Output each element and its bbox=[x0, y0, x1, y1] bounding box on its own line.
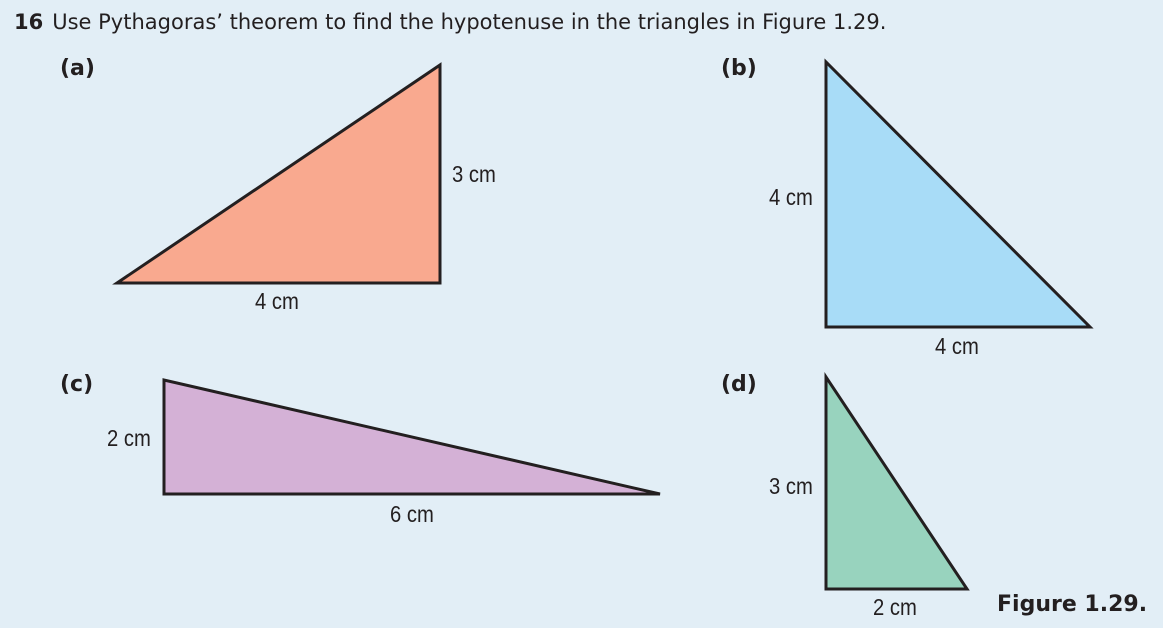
side-d-height: 3 cm bbox=[769, 473, 813, 499]
triangle-d bbox=[824, 372, 970, 591]
label-b: (b) bbox=[721, 56, 757, 81]
side-d-base: 2 cm bbox=[873, 594, 917, 620]
side-a-height: 3 cm bbox=[452, 161, 496, 187]
triangle-a bbox=[112, 62, 442, 285]
triangle-c bbox=[162, 378, 661, 496]
side-c-height: 2 cm bbox=[107, 425, 151, 451]
question-text: Use Pythagoras’ theorem to find the hypo… bbox=[52, 10, 887, 34]
side-c-base: 6 cm bbox=[390, 501, 434, 527]
triangle-b bbox=[824, 58, 1094, 329]
figure-caption: Figure 1.29. bbox=[997, 592, 1148, 617]
label-c: (c) bbox=[60, 372, 94, 397]
question-number: 16 bbox=[14, 10, 44, 34]
side-b-height: 4 cm bbox=[769, 184, 813, 210]
label-a: (a) bbox=[60, 56, 95, 81]
side-a-base: 4 cm bbox=[255, 288, 299, 314]
question-prompt: 16 Use Pythagoras’ theorem to find the hy… bbox=[14, 10, 886, 34]
label-d: (d) bbox=[721, 372, 757, 397]
side-b-base: 4 cm bbox=[935, 333, 979, 359]
